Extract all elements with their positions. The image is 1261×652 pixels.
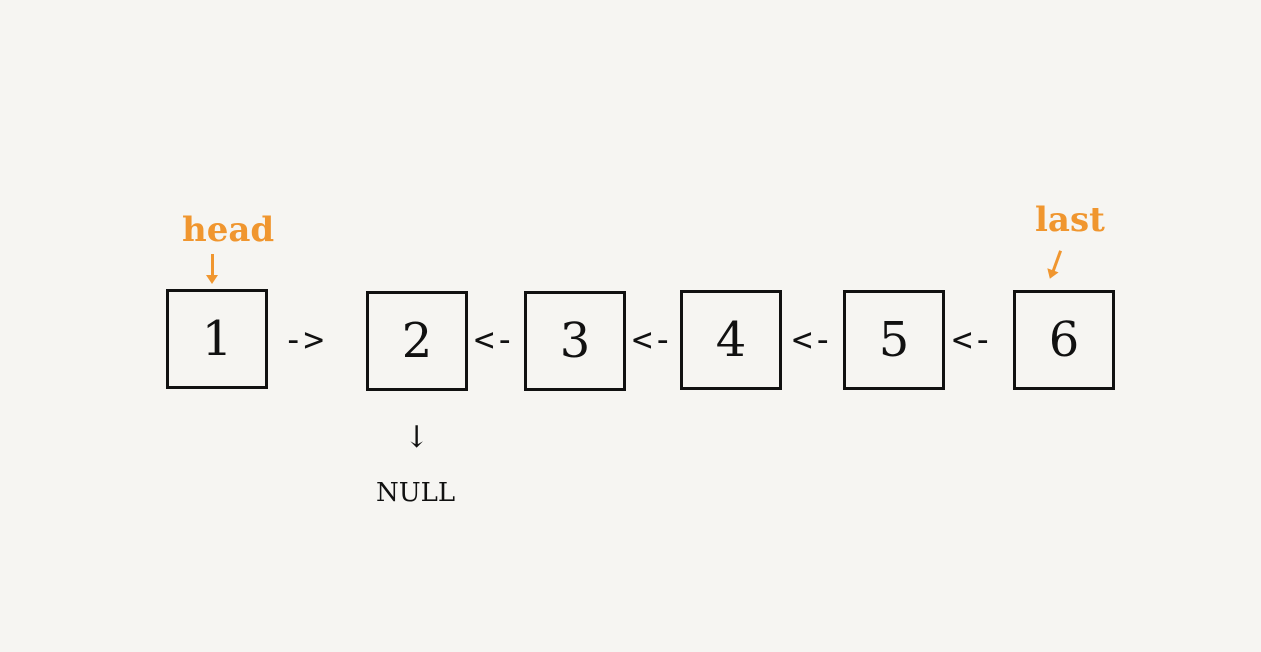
null-label: NULL [376,478,456,508]
node-3: 3 [524,291,626,391]
arrow-4-3: <- [632,320,673,360]
arrow-1-2: -> [283,320,324,360]
arrow-6-5: <- [952,320,993,360]
head-label: head [182,210,275,250]
arrow-3-2: <- [474,320,515,360]
last-pointer-arrow-icon [1050,250,1063,274]
node-4: 4 [680,290,782,390]
node-2: 2 [366,291,468,391]
null-arrow-icon: ↓ [404,420,430,455]
node-6: 6 [1013,290,1115,390]
last-label: last [1035,200,1105,240]
node-5: 5 [843,290,945,390]
head-pointer-arrow-icon [206,254,218,284]
arrow-5-4: <- [792,320,833,360]
node-1: 1 [166,289,268,389]
